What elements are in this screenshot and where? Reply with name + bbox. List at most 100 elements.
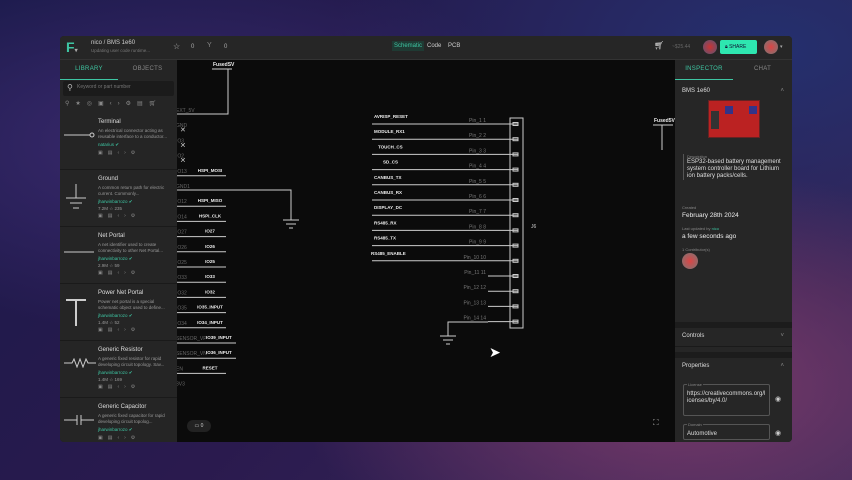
controls-header[interactable]: Controls˅: [675, 322, 792, 344]
tab-code[interactable]: Code: [427, 43, 442, 49]
library-item-ground[interactable]: Ground A common return path for electric…: [60, 170, 177, 227]
item-action-icons[interactable]: ▣▤‹›⚙: [98, 435, 141, 441]
terminal-symbol-icon: [64, 127, 96, 145]
item-author[interactable]: jharwinbarrozo ✔: [98, 427, 133, 432]
logo-menu[interactable]: F▾: [66, 39, 78, 55]
collaborator-avatar[interactable]: [703, 40, 717, 54]
pin-label: Pin_14 14: [463, 316, 486, 322]
library-item-terminal[interactable]: Terminal An electrical connector acting …: [60, 113, 177, 170]
fork-icon[interactable]: Y: [207, 42, 212, 49]
description-label: Description: [687, 154, 708, 159]
library-item-capacitor[interactable]: Generic Capacitor A generic fixed capaci…: [60, 398, 177, 442]
library-panel: LIBRARY OBJECTS ⚲ ⚲★◎▣‹›⚙▤🛒︎ Terminal An…: [60, 60, 177, 442]
comments-button[interactable]: ▭ 0: [187, 420, 211, 432]
no-connect-icon: ✕: [180, 158, 186, 165]
pin-marker: [512, 122, 519, 126]
search-icon: ⚲: [67, 83, 73, 92]
pin-label: Pin_5 5: [469, 179, 486, 185]
pin-label: Pin_3 3: [469, 148, 486, 154]
library-item-resistor[interactable]: Generic Resistor A generic fixed resisto…: [60, 341, 177, 398]
visibility-off-icon[interactable]: ◉: [775, 396, 782, 403]
license-label: License: [687, 382, 703, 387]
tab-pcb[interactable]: PCB: [448, 43, 461, 49]
tab-chat[interactable]: CHAT: [753, 66, 772, 72]
item-title: Net Portal: [98, 233, 125, 239]
pin-label: Pin_6 6: [469, 194, 486, 200]
net-label: HSPI_MOSI: [198, 168, 223, 173]
item-action-icons[interactable]: ▣▤‹›⚙: [98, 213, 141, 219]
schematic-drawing[interactable]: FusedSVFused5VEXT_5VGND✕IO3✕IO2✕IO13HSPI…: [176, 60, 676, 442]
fullscreen-icon[interactable]: ⛶: [653, 418, 659, 427]
verified-icon: ✔: [128, 313, 133, 318]
pin-marker: [512, 274, 519, 278]
capacitor-symbol-icon: [64, 412, 94, 430]
pin-name: 3V3: [177, 382, 185, 388]
share-label: SHARE: [729, 44, 747, 50]
price: ~$25.44: [672, 44, 691, 50]
item-author[interactable]: jharwinbarrozo ✔: [98, 199, 133, 204]
library-item-power-net-portal[interactable]: Power Net Portal Power net portal is a s…: [60, 284, 177, 341]
connector-designator: J6: [531, 224, 537, 230]
tab-inspector[interactable]: INSPECTOR: [675, 60, 733, 80]
user-avatar-menu[interactable]: [764, 40, 778, 54]
chevron-down-icon[interactable]: ▾: [780, 44, 783, 50]
pin-label: Pin_11 11: [464, 270, 486, 276]
item-description: A net identifier used to create connecti…: [98, 242, 164, 253]
item-author[interactable]: jharwinbarrozo ✔: [98, 370, 133, 375]
tab-objects[interactable]: OBJECTS: [132, 66, 163, 72]
visibility-off-icon[interactable]: ◉: [775, 430, 782, 437]
pin-name: IO27: [177, 230, 187, 236]
tab-schematic[interactable]: Schematic: [392, 41, 425, 51]
item-author[interactable]: natarius ✔: [98, 142, 120, 147]
item-author[interactable]: jharwinbarrozo ✔: [98, 256, 133, 261]
share-button[interactable]: 🔒︎ SHARE: [720, 40, 757, 54]
search-input[interactable]: [77, 84, 167, 90]
item-action-icons[interactable]: ▣▤‹›⚙: [98, 150, 141, 156]
pin-name: IO12: [177, 199, 187, 205]
item-author[interactable]: jharwinbarrozo ✔: [98, 313, 133, 318]
net-label: HSPI_MISO: [198, 198, 223, 203]
pin-name: GND1: [177, 184, 190, 190]
schematic-canvas[interactable]: FusedSVFused5VEXT_5VGND✕IO3✕IO2✕IO13HSPI…: [176, 60, 676, 442]
item-title: Ground: [98, 176, 119, 182]
search-box[interactable]: ⚲: [63, 81, 174, 96]
net-label: IO34_INPUT: [197, 320, 223, 325]
properties-label: Properties: [682, 363, 710, 369]
pin-label: Pin_7 7: [469, 209, 486, 215]
item-action-icons[interactable]: ▣▤‹›⚙: [98, 270, 141, 276]
item-action-icons[interactable]: ▣▤‹›⚙: [98, 384, 141, 390]
domain-value: Automotive: [687, 431, 718, 437]
library-item-net-portal[interactable]: Net Portal A net identifier used to crea…: [60, 227, 177, 284]
net-label-right: Fused5V: [654, 118, 675, 124]
controls-section[interactable]: [675, 346, 792, 347]
net-label: TOUCH_CS: [378, 144, 403, 149]
board-image: [708, 100, 760, 138]
created-date: February 28th 2024: [682, 212, 739, 219]
pin-label: Pin_8 8: [469, 224, 486, 230]
net-label: IO39_INPUT: [206, 335, 232, 340]
contributor-avatar[interactable]: [682, 253, 698, 269]
pin-marker: [512, 289, 519, 294]
pin-marker: [512, 319, 519, 324]
top-bar: F▾ nico / BMS 1e60 Updating user code ru…: [60, 36, 792, 60]
net-portal-symbol-icon: [64, 241, 94, 259]
wire: [177, 69, 229, 115]
project-title[interactable]: nico / BMS 1e60: [91, 40, 136, 46]
domain-label: Domain: [687, 422, 703, 427]
filter-icons[interactable]: ⚲★◎▣‹›⚙▤🛒︎: [65, 101, 163, 107]
properties-header[interactable]: Properties˄: [675, 352, 792, 372]
inspector-section-header[interactable]: BMS 1e60˄: [675, 88, 792, 94]
net-label: RS485_TX: [374, 236, 396, 241]
pin-label: Pin_9 9: [469, 240, 486, 246]
pin-name: IO14: [177, 214, 187, 220]
item-action-icons[interactable]: ▣▤‹›⚙: [98, 327, 141, 333]
updated-time: a few seconds ago: [682, 233, 737, 240]
star-count: 0: [191, 44, 195, 50]
pin-name: IO33: [177, 275, 187, 281]
item-description: A generic fixed resistor for rapid devel…: [98, 356, 165, 367]
star-icon[interactable]: ☆: [173, 42, 181, 51]
cart-icon[interactable]: 🛒︎: [654, 41, 665, 50]
tab-library[interactable]: LIBRARY: [60, 60, 118, 80]
